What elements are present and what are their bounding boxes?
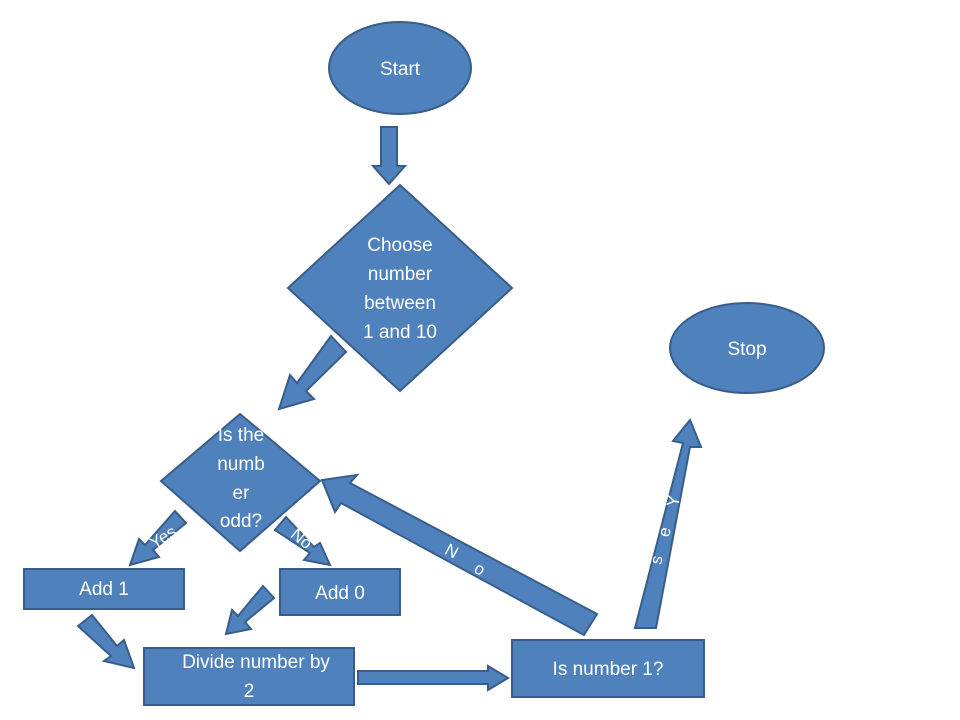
odd-label-line-3: er [233,483,251,504]
choose-number-decision [286,183,514,393]
choose-label-line-1: Choose [367,235,433,256]
arrow-divide-to-is-one [357,664,510,692]
start-label: Start [380,59,421,80]
arrow-is-one-no-to-odd [320,473,599,637]
choose-label-line-2: number [368,264,433,285]
divide-label-line-1: Divide number by [182,652,330,673]
stop-label: Stop [727,339,766,360]
start-terminal [328,21,472,115]
yes-edge-label-letter-e: e [654,526,674,539]
arrow-is-one-yes-to-stop [633,418,703,629]
divide-label-line-2: 2 [244,681,255,702]
choose-label-line-4: 1 and 10 [363,322,437,343]
is-number-1-process [511,639,705,698]
add-1-label: Add 1 [79,579,129,600]
arrow-add1-to-divide [76,613,136,670]
arrow-choose-to-odd [277,334,348,411]
odd-label-line-1: Is the [218,425,264,446]
arrow-odd-yes [128,509,188,567]
add-0-process [279,568,401,616]
is-number-1-label: Is number 1? [553,659,664,680]
divide-process [143,647,355,706]
odd-label-line-2: numb [217,454,265,475]
yes-edge-label-letter-s: s [646,554,666,566]
arrow-odd-no [273,515,332,567]
odd-label-line-4: odd? [220,511,262,532]
add-1-process [23,568,185,610]
yes-edge-label-letter-y: Y [663,494,684,508]
is-odd-decision [159,412,322,553]
add-0-label: Add 0 [315,583,365,604]
arrow-start-to-choose [370,126,408,186]
arrow-add0-to-divide [224,584,276,636]
stop-terminal [669,302,825,394]
choose-label-line-3: between [364,293,436,314]
